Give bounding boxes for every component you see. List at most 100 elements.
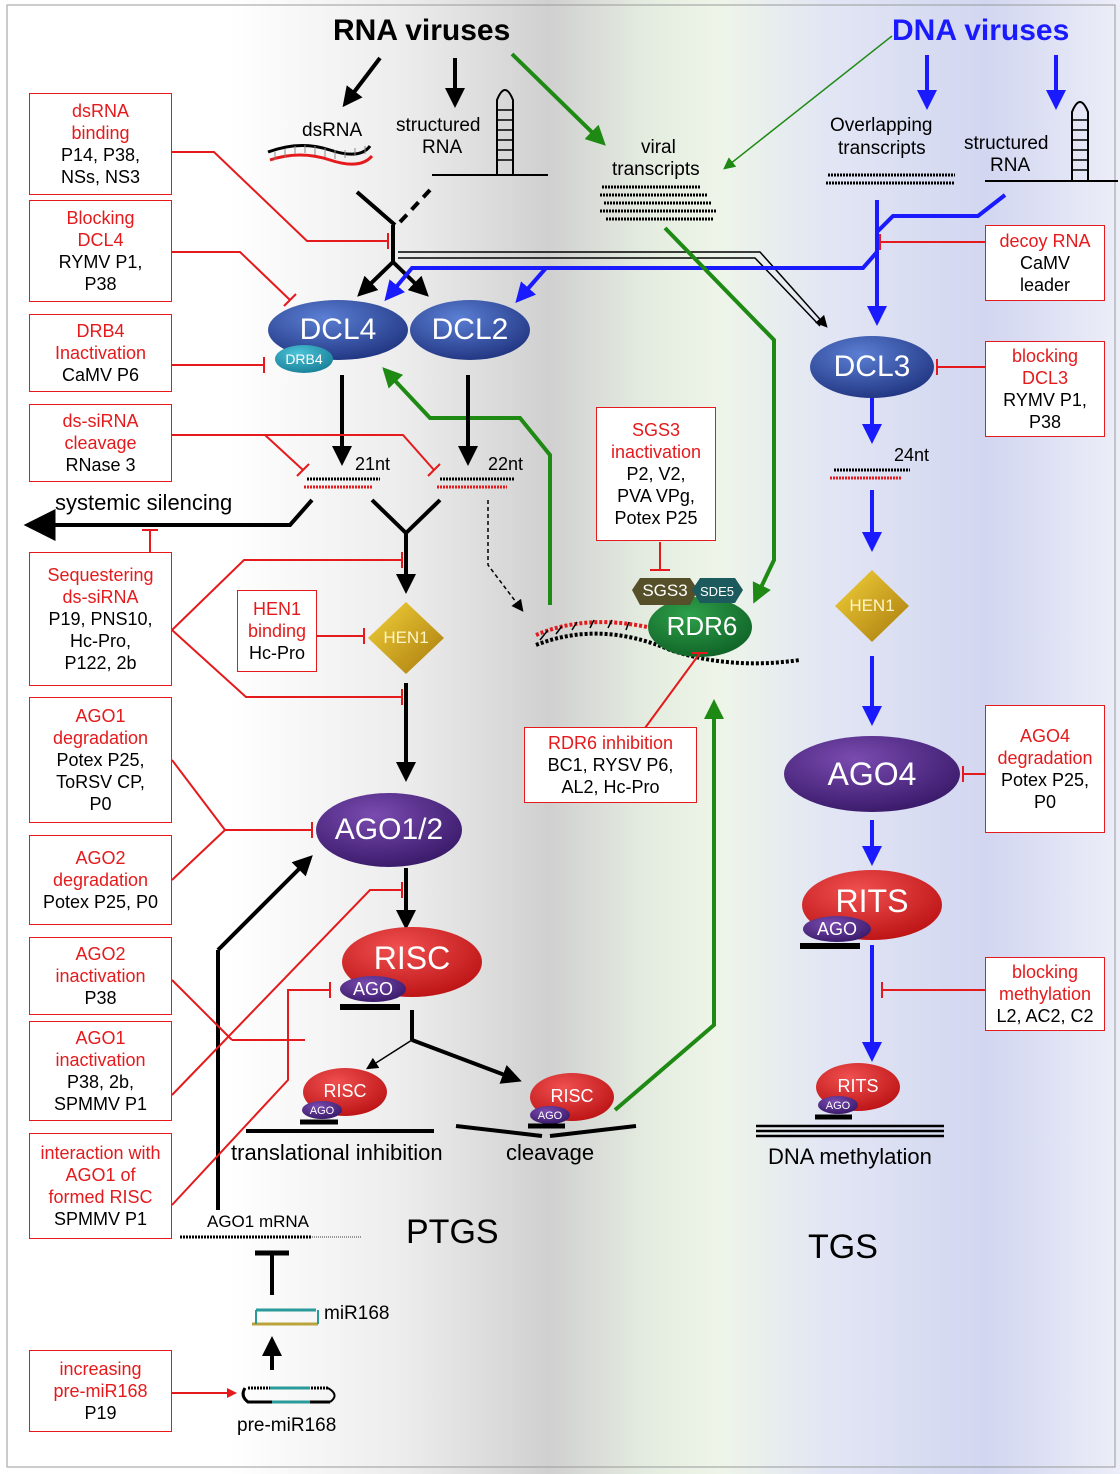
box-ds-sirna-cleavage: ds-siRNA cleavage RNase 3 [29,404,172,482]
box-head-line: DCL4 [77,230,124,250]
box-body-line: Potex P25, P0 [42,892,159,912]
dna-viruses-title: DNA viruses [892,14,1070,47]
box-head-line: RDR6 inhibition [547,733,674,753]
ago1-mrna-label: AGO1 mRNA [207,1212,310,1231]
viral-transcripts-label-1: viral [641,137,676,158]
rna-viruses-title: RNA viruses [333,14,511,47]
dsrna-label: dsRNA [302,120,363,141]
box-body-line: Hc-Pro [248,643,305,663]
box-body-line: P19, PNS10, [48,609,153,629]
box-body-line: leader [1019,275,1071,295]
box-body-line: L2, AC2, C2 [996,1006,1094,1026]
box-head-line: binding [247,621,307,641]
box-head-line: DCL3 [1021,368,1069,388]
box-head-line: HEN1 [252,599,301,619]
box-ago2-inactivation: AGO2 inactivation P38 [29,937,172,1015]
box-head-line: degradation [997,748,1093,768]
dcl4-enzyme [268,300,408,373]
box-head-line: cleavage [64,433,137,453]
mir168-label: miR168 [324,1303,390,1324]
ago4-enzyme [784,736,960,812]
rdr6-complex [632,578,752,657]
box-dsrna-binding: dsRNA binding P14, P38, NSs, NS3 [29,93,172,195]
size-24nt-label: 24nt [894,445,930,465]
cleavage-label: cleavage [506,1140,595,1165]
box-body-line: P38, 2b, [66,1072,135,1092]
box-body-line: Potex P25, [56,750,145,770]
inhibition-lines [142,151,985,1398]
box-head-line: DRB4 [76,321,125,341]
sgs3-label: SGS3 [642,581,688,600]
box-body-line: P38 [84,988,117,1008]
translational-inhibition-label: translational inhibition [231,1140,443,1165]
ago12-label: AGO1/2 [334,813,444,846]
box-head-line: SGS3 [631,420,681,440]
dcl2-label: DCL2 [431,313,509,346]
box-sgs3-inactivation: SGS3 inactivation P2, V2, PVA VPg, Potex… [596,407,716,541]
box-blocking-dcl4: Blocking DCL4 RYMV P1, P38 [29,200,172,302]
dsrna-duplex-icon [267,143,374,166]
box-head-line: inactivation [610,442,702,462]
box-head-line: degradation [52,728,149,748]
rits-small-label: RITS [837,1075,879,1096]
risc-label: RISC [373,939,451,976]
risc-complex [340,927,482,1010]
box-drb4-inactivation: DRB4 Inactivation CaMV P6 [29,314,172,392]
risc-ago-label: AGO [352,978,393,999]
box-ago1-inactivation: AGO1 inactivation P38, 2b, SPMMV P1 [29,1021,172,1121]
risc-small-2-ago-label: AGO [537,1109,563,1122]
box-hen1-binding: HEN1 binding Hc-Pro [237,590,317,672]
rdr6-label: RDR6 [666,610,738,641]
mir168-icon [252,1308,319,1326]
box-head-line: AGO4 [1019,726,1071,746]
tgs-label: TGS [808,1228,878,1266]
box-body-line: P19 [84,1403,117,1423]
box-head-line: AGO1 [75,1028,126,1048]
dcl3-label: DCL3 [833,350,911,383]
box-head-line: Sequestering [47,565,154,585]
box-sequestering-ds-sirna: Sequestering ds-siRNA P19, PNS10, Hc-Pro… [29,552,172,686]
rits-small-methylation [815,1063,900,1120]
box-head-line: Inactivation [54,343,147,363]
box-head-line: AGO1 of [65,1165,136,1185]
box-head-line: blocking [1011,346,1079,366]
dna-structured-rna-hairpin-icon [985,101,1118,182]
box-body-line: AL2, Hc-Pro [561,777,660,797]
box-interaction-ago1: interaction with AGO1 of formed RISC SPM… [29,1133,172,1239]
box-body-line: P122, 2b [64,653,137,673]
box-body-line: SPMMV P1 [53,1094,148,1114]
box-ago2-degradation: AGO2 degradation Potex P25, P0 [29,835,172,925]
box-head-line: formed RISC [48,1187,153,1207]
box-body-line: P0 [1033,792,1057,812]
size-21nt-label: 21nt [355,454,391,474]
box-head-line: ds-siRNA [62,411,139,431]
dcl2-enzyme [410,300,530,360]
box-body-line: SPMMV P1 [53,1209,148,1229]
box-decoy-rna: decoy RNA CaMV leader [985,225,1105,301]
dna-methylation-label: DNA methylation [768,1144,932,1169]
box-head-line: interaction with [40,1143,161,1163]
risc-small-1-label: RISC [323,1080,367,1101]
systemic-silencing-label: systemic silencing [55,490,233,515]
rits-ago-label: AGO [816,918,857,939]
sirna-24nt-duplex-icon [830,468,910,480]
box-body-line: RNase 3 [65,455,136,475]
overlapping-transcripts-label-1: Overlapping [830,115,933,136]
ago12-enzyme [316,793,462,867]
box-blocking-methylation: blocking methylation L2, AC2, C2 [985,957,1105,1031]
box-head-line: degradation [52,870,149,890]
box-body-line: P38 [84,274,117,294]
box-body-line: Hc-Pro, [69,631,131,651]
box-head-line: ds-siRNA [62,587,139,607]
box-ago1-degradation: AGO1 degradation Potex P25, ToRSV CP, P0 [29,697,172,823]
pre-mir168-hairpin-icon [241,1386,336,1404]
box-head-line: increasing [59,1359,142,1379]
ptgs-label: PTGS [406,1213,499,1251]
drb4-label: DRB4 [285,351,323,367]
box-head-line: AGO2 [75,848,126,868]
box-body-line: RYMV P1, [58,252,143,272]
overlapping-transcripts-icon [826,173,955,185]
dna-structured-label-1: structured [964,133,1049,154]
box-body-line: PVA VPg, [617,486,695,506]
box-ago4-degradation: AGO4 degradation Potex P25, P0 [985,705,1105,833]
